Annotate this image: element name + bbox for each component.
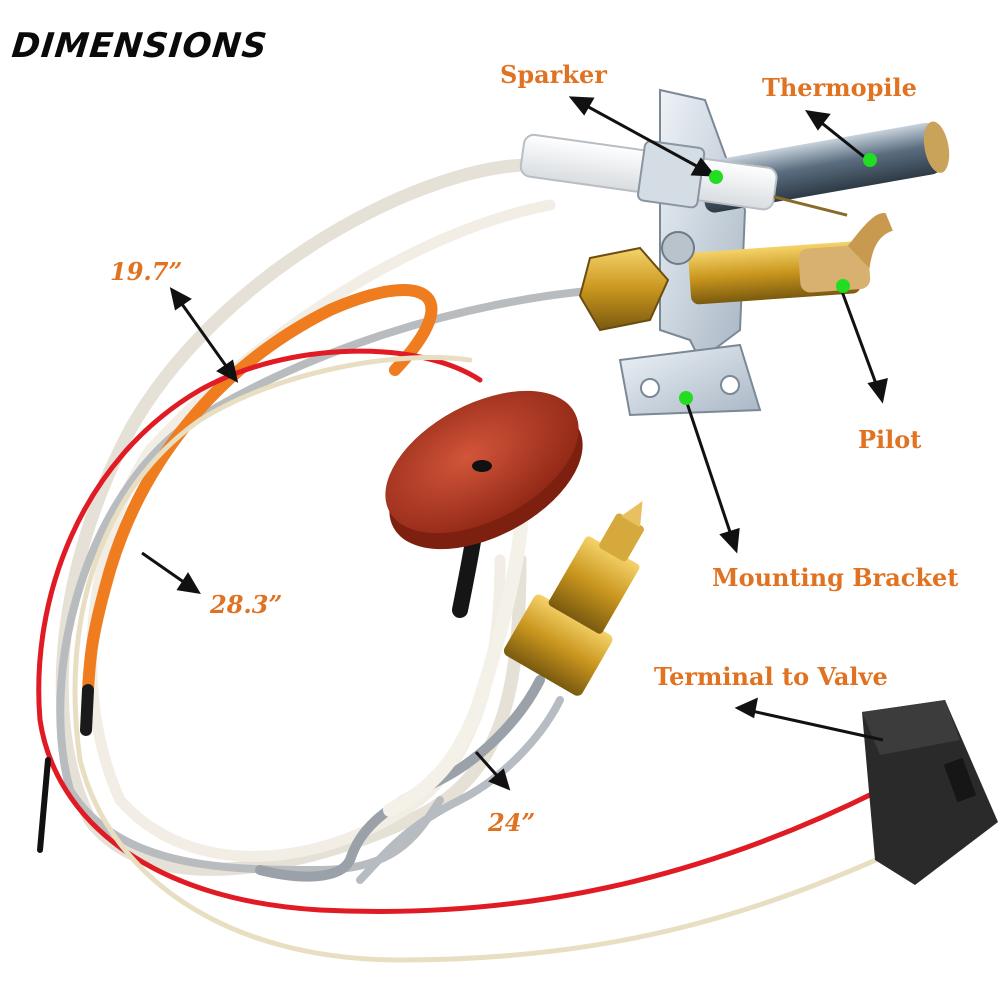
- aluminum-tube: [255, 675, 545, 882]
- callout-arrows: [141, 96, 888, 791]
- white-sleeve: [383, 503, 529, 817]
- bracket-plate: [659, 88, 747, 362]
- dimension-19-7: 19.7”: [110, 257, 183, 286]
- bracket-marker: [679, 391, 693, 405]
- bracket-foot: [618, 343, 762, 417]
- pilot-marker: [836, 279, 850, 293]
- label-pilot: Pilot: [858, 425, 922, 454]
- label-mounting-bracket: Mounting Bracket: [712, 563, 959, 592]
- red-wire: [36, 348, 883, 914]
- sparker-marker: [709, 170, 723, 184]
- label-sparker: Sparker: [500, 60, 607, 89]
- cream-wire: [72, 355, 923, 963]
- label-terminal-to-valve: Terminal to Valve: [654, 662, 888, 691]
- gray-wire: [56, 286, 604, 875]
- brass-fitting: [503, 501, 644, 696]
- black-lead: [37, 757, 51, 853]
- valve-terminal-connector: [862, 700, 998, 885]
- orange-wire-tip: [80, 684, 94, 736]
- rubber-grommet: [385, 390, 583, 550]
- page-title: DIMENSIONS: [9, 26, 270, 66]
- pilot-assembly: [519, 88, 950, 417]
- orange-wire: [82, 284, 438, 696]
- aluminum-tube-2: [356, 696, 564, 884]
- label-thermopile: Thermopile: [762, 73, 917, 102]
- sparker-arrow: [571, 96, 714, 177]
- thermopile-marker: [863, 153, 877, 167]
- marker-dots: [679, 153, 877, 405]
- pilot-arrow: [838, 285, 884, 401]
- white-wire-1: [55, 158, 547, 876]
- dimension-24: 24”: [488, 808, 536, 837]
- dimension-28-3: 28.3”: [210, 590, 283, 619]
- terminal-arrow: [737, 706, 884, 742]
- bracket-arrow: [684, 399, 738, 551]
